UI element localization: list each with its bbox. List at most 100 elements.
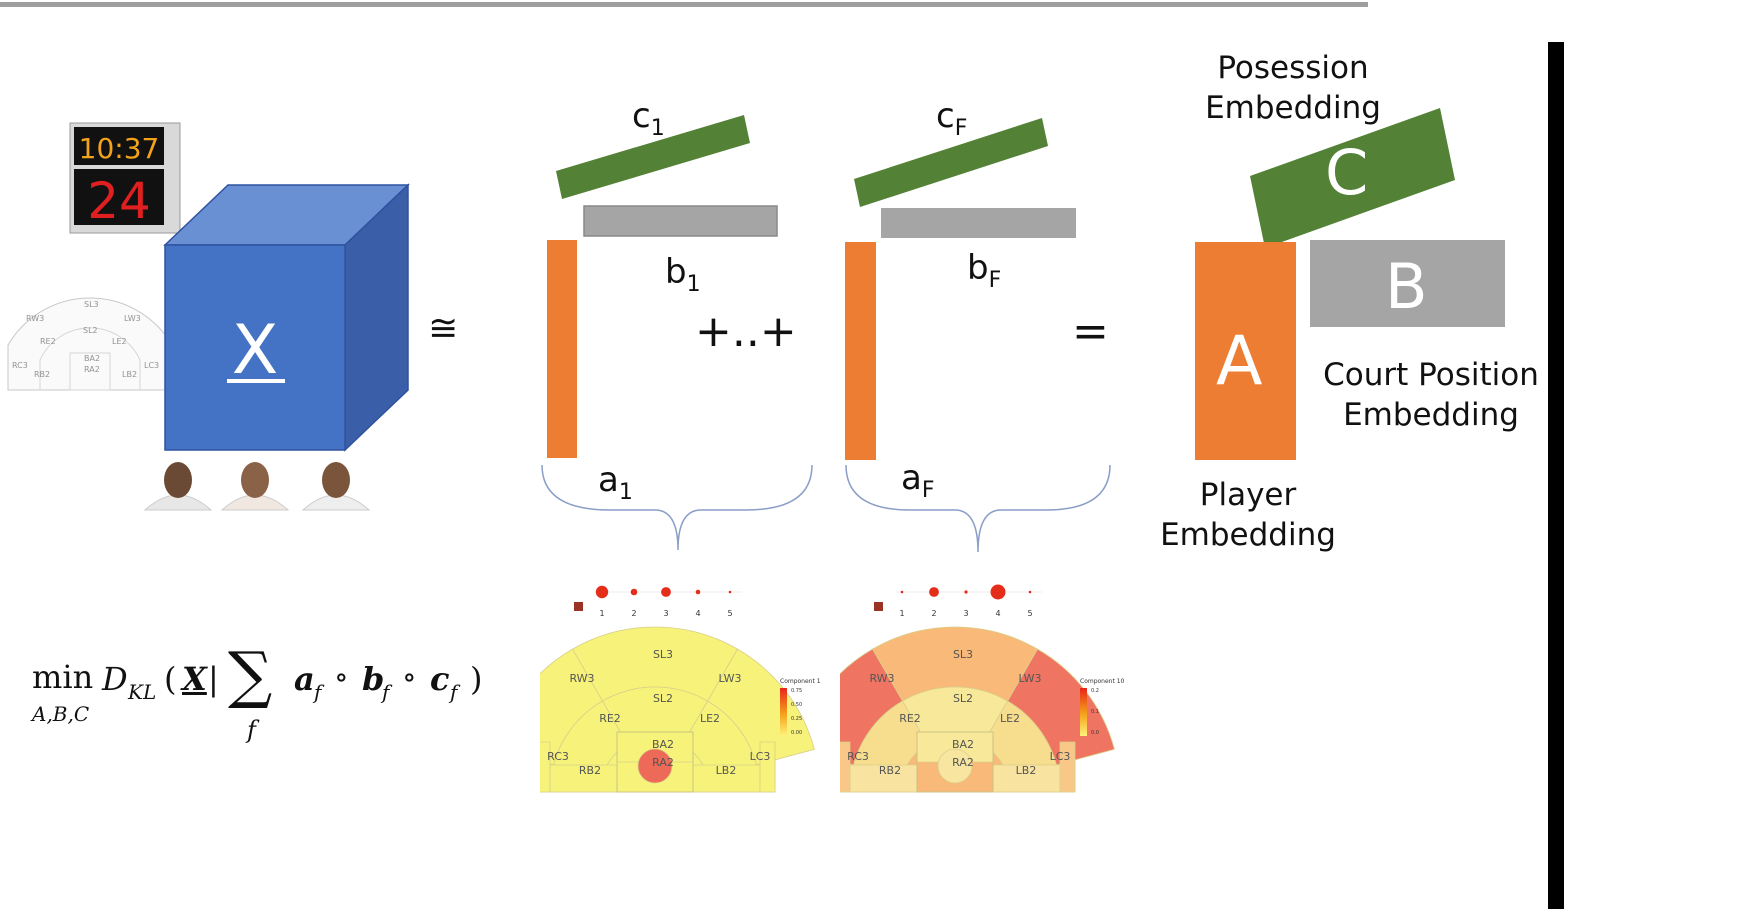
mini-zone-rb2: RB2 [34,370,50,379]
formula-circ-1: ∘ [334,660,349,695]
zone-label-rw3: RW3 [869,672,894,685]
zone-rc3 [540,741,551,793]
c1-label: c1 [632,96,665,141]
mini-cube-icon [574,602,583,611]
mini-zone-rc3: RC3 [12,361,28,370]
zone-label-le2: LE2 [700,712,720,725]
af-brace [845,464,1111,553]
formula-c-sub: f [450,680,458,704]
player-photos-icon [143,462,371,511]
weight-dot [929,587,939,597]
legend-colorbar [780,688,787,736]
formula-b: b [362,660,385,698]
mini-zone-re2: RE2 [40,337,56,346]
c-embedding-letter: C [1325,136,1369,209]
a1-bar [547,240,577,458]
zone-label-le2: LE2 [1000,712,1020,725]
zone-label-lw3: LW3 [719,672,742,685]
zone-ra2 [637,748,673,784]
zone-label-lb2: LB2 [1016,764,1037,777]
cf-label: cF [936,96,968,141]
zone-label-rc3: RC3 [547,750,569,763]
zone-label-re2: RE2 [599,712,621,725]
weight-dot [695,589,701,595]
formula-d: D [102,660,128,698]
b-embedding-letter: B [1385,250,1428,323]
zone-rc3 [840,741,851,793]
tensor-cube: X [163,183,410,452]
mini-zone-sl2: SL2 [83,326,98,335]
embeddings-shapes [1195,108,1505,460]
zone-label-sl2: SL2 [953,692,973,705]
mini-zone-le2: LE2 [112,337,127,346]
zone-label-re2: RE2 [899,712,921,725]
formula-bar: | [208,660,219,698]
bf-label: bF [967,248,1002,293]
b1-bar [583,205,778,237]
legend-tick: 0.1 [1091,709,1099,715]
formula-x: X [182,660,207,698]
weight-dot [728,590,732,594]
formula-b-sub: f [382,680,390,704]
dot-label: 2 [631,609,636,618]
weight-dot [900,590,904,594]
cf-bar [854,118,1048,207]
formula-close: ) [470,660,483,698]
a-embedding-letter: A [1216,322,1263,401]
mini-zone-sl3: SL3 [84,300,99,309]
formula-min: min [32,658,94,696]
zone-label-rw3: RW3 [569,672,594,685]
zone-label-lb2: LB2 [716,764,737,777]
plus-dots: +..+ [695,306,797,357]
player-photo [143,462,213,511]
a1-brace [541,464,813,551]
dot-label: 1 [899,609,904,618]
shot-clock-icon: 10:37 24 [69,122,181,234]
weight-dot [661,587,671,597]
b-embedding-bar [1310,240,1505,327]
c-embedding-bar [1250,108,1455,248]
mini-zone-ba2: BA2 [84,354,100,363]
mini-zone-lb2: LB2 [122,370,137,379]
formula-circ-2: ∘ [402,660,417,695]
zone-label-lc3: LC3 [750,750,771,763]
zone-label-rb2: RB2 [879,764,901,777]
mini-court-icon: SL3 RW3 LW3 SL2 RE2 LE2 BA2 RA2 RC3 RB2 … [7,297,173,391]
dot-label: 2 [931,609,936,618]
af-label: aF [901,458,935,503]
player-photo [301,462,371,511]
formula-sum-sub: f [247,716,256,744]
approx-symbol: ≅ [428,308,459,349]
player-photo [220,462,290,511]
legend-tick: 0.00 [791,730,802,736]
mini-zone-ra2: RA2 [84,365,100,374]
court-embedding-label: Court Position Embedding [1323,357,1539,433]
zone-label-ra2: RA2 [652,756,674,769]
court-key [916,731,994,793]
b1-label: b1 [665,252,701,297]
formula-sum: ∑ [228,638,273,711]
zone-label-sl2: SL2 [653,692,673,705]
dot-label: 4 [995,609,1000,618]
formula-min-sub: A,B,C [32,702,90,726]
bf-bar [881,208,1076,238]
dot-label: 4 [695,609,700,618]
component-f-shapes [845,118,1111,553]
formula-d-sub: KL [128,680,157,704]
zone-label-ra2: RA2 [952,756,974,769]
legend-tick: 0.25 [791,716,802,722]
formula-c: c [430,660,450,698]
weight-dot [990,584,1006,600]
formula-a: a [294,660,315,698]
mini-cube-icon [874,602,883,611]
court-key [616,731,694,793]
a1-label: a1 [598,460,633,505]
zone-label-sl3: SL3 [953,648,973,661]
dot-label: 5 [1027,609,1032,618]
shot-clock-text: 24 [87,172,151,230]
legend-tick: 0.50 [791,702,802,708]
top-rule [0,2,1368,7]
dot-label: 1 [599,609,604,618]
legend-title: Component 10 [1080,678,1125,685]
